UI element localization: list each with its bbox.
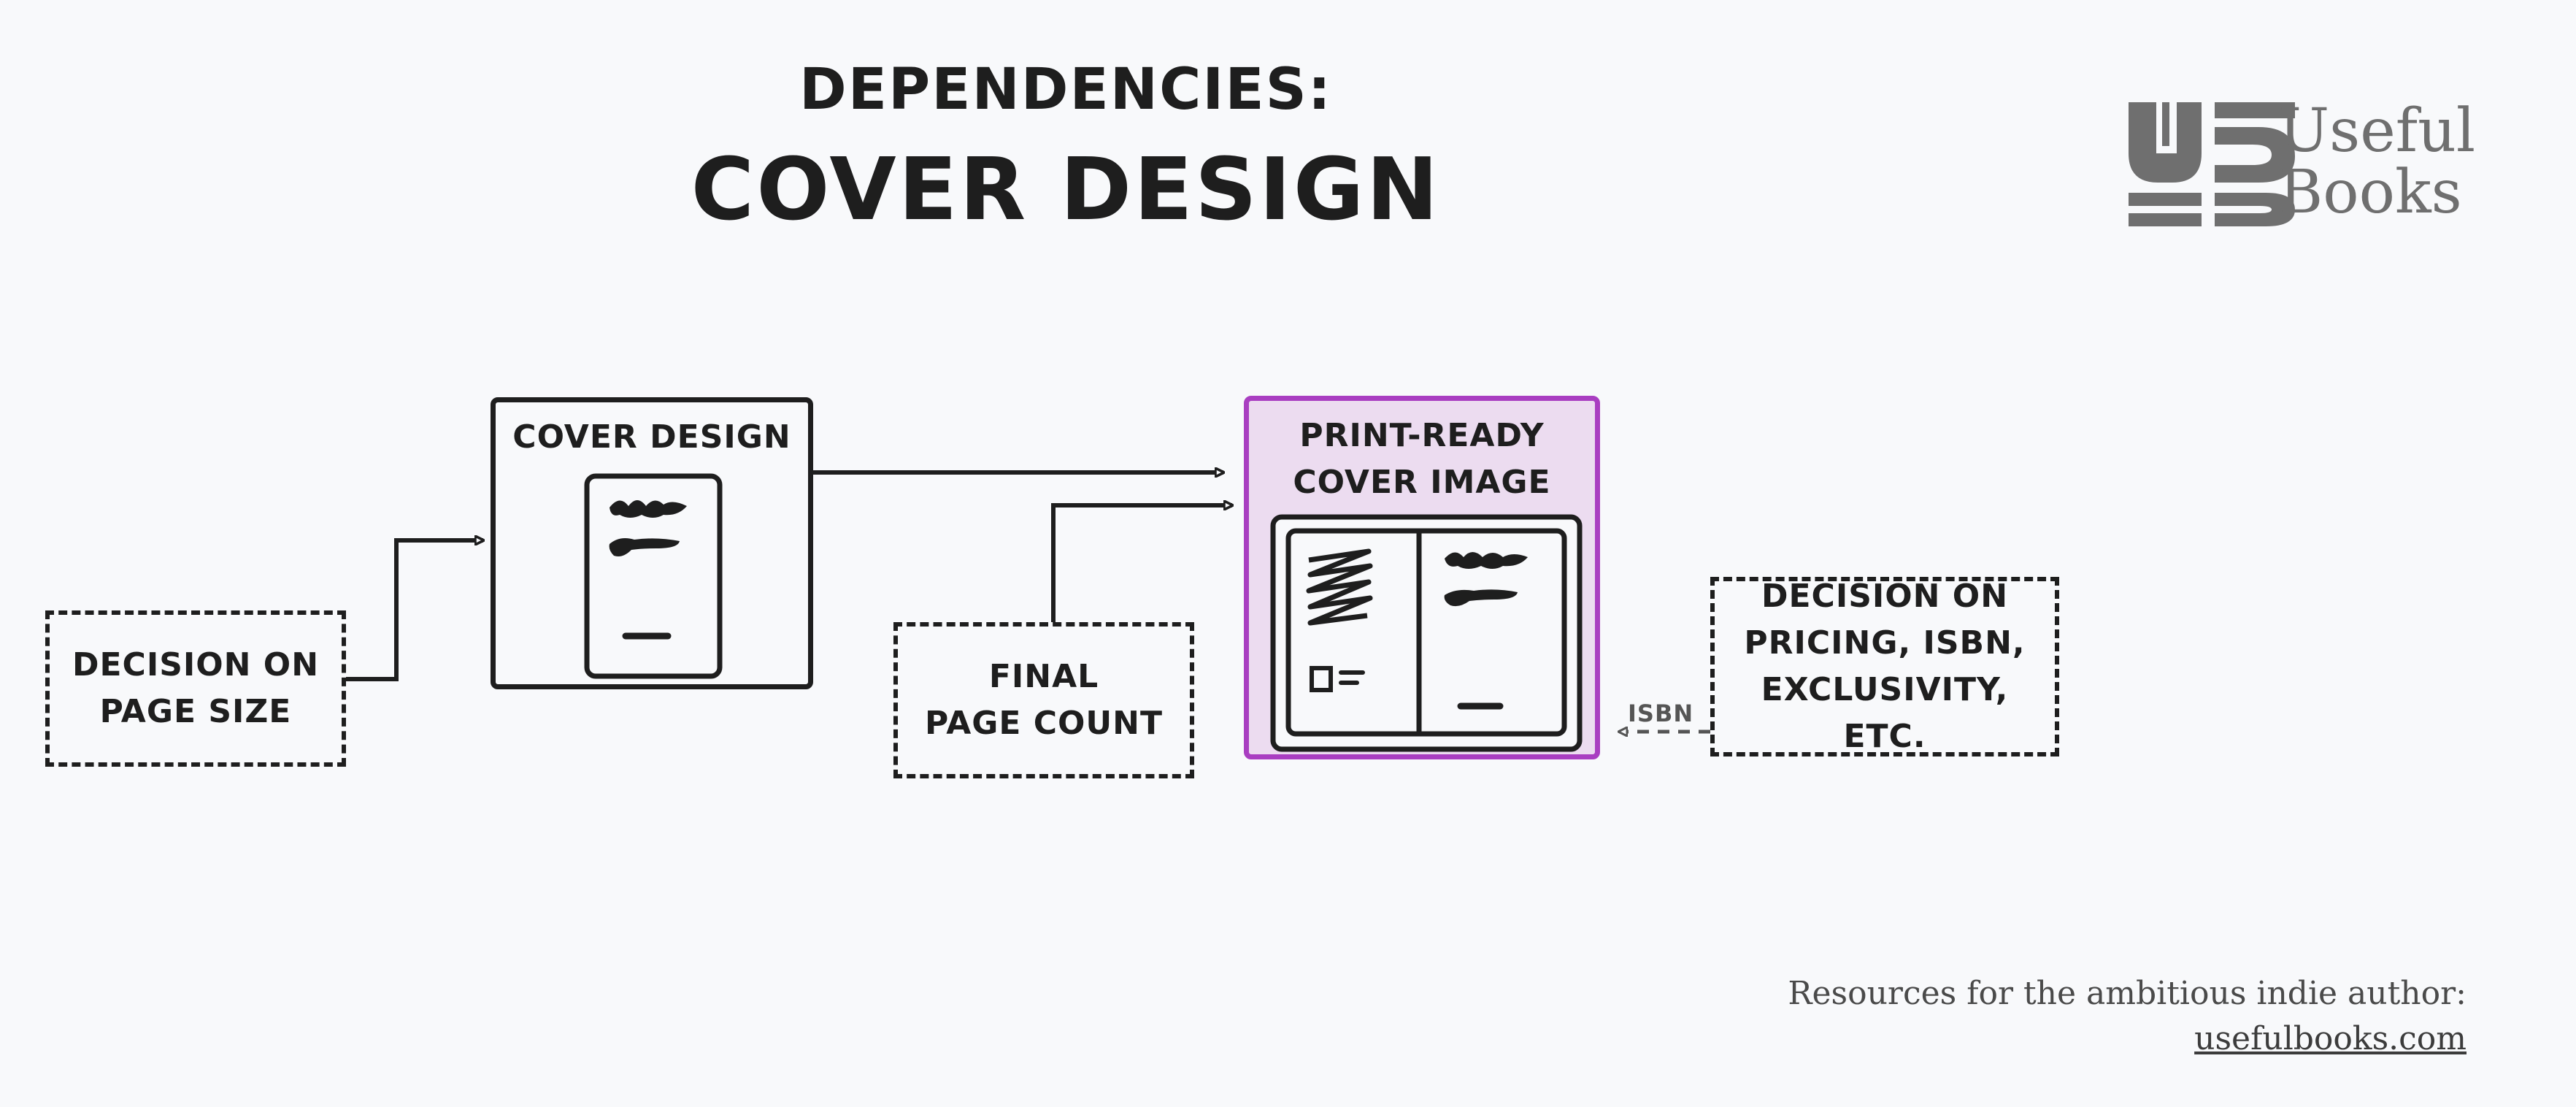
edge-page-size-to-cover-design xyxy=(346,540,483,681)
diagram-title: COVER DESIGN xyxy=(691,139,1441,240)
node-print-ready-cover-label: PRINT-READY COVER IMAGE xyxy=(1293,417,1551,501)
node-decision-pricing: DECISION ON PRICING, ISBN, EXCLUSIVITY, … xyxy=(1710,577,2059,756)
node-decision-pricing-label: DECISION ON PRICING, ISBN, EXCLUSIVITY, … xyxy=(1744,578,2026,755)
node-cover-design-label: COVER DESIGN xyxy=(512,418,791,456)
footer-website-link[interactable]: usefulbooks.com xyxy=(2194,1020,2467,1057)
diagram-supertitle: DEPENDENCIES: xyxy=(799,57,1332,123)
node-final-page-count: FINAL PAGE COUNT xyxy=(893,622,1194,778)
node-decision-page-size: DECISION ON PAGE SIZE xyxy=(45,610,346,767)
book-cover-sketch-icon xyxy=(584,473,723,679)
footer-tagline: Resources for the ambitious indie author… xyxy=(1788,975,2467,1012)
logo-wordmark: Useful Books xyxy=(2279,101,2475,223)
node-cover-design: COVER DESIGN xyxy=(491,397,813,689)
node-decision-page-size-label: DECISION ON PAGE SIZE xyxy=(72,646,320,730)
useful-books-logo-icon xyxy=(2129,102,2295,226)
logo-line-2: Books xyxy=(2279,158,2462,227)
edge-label-isbn: ISBN xyxy=(1628,700,1694,727)
print-cover-spread-icon xyxy=(1270,514,1583,752)
node-final-page-count-label: FINAL PAGE COUNT xyxy=(924,658,1163,742)
footer: Resources for the ambitious indie author… xyxy=(1788,971,2467,1062)
edge-page-count-to-print-ready xyxy=(1051,505,1232,622)
logo-line-1: Useful xyxy=(2279,96,2476,166)
node-print-ready-cover: PRINT-READY COVER IMAGE xyxy=(1244,396,1600,759)
